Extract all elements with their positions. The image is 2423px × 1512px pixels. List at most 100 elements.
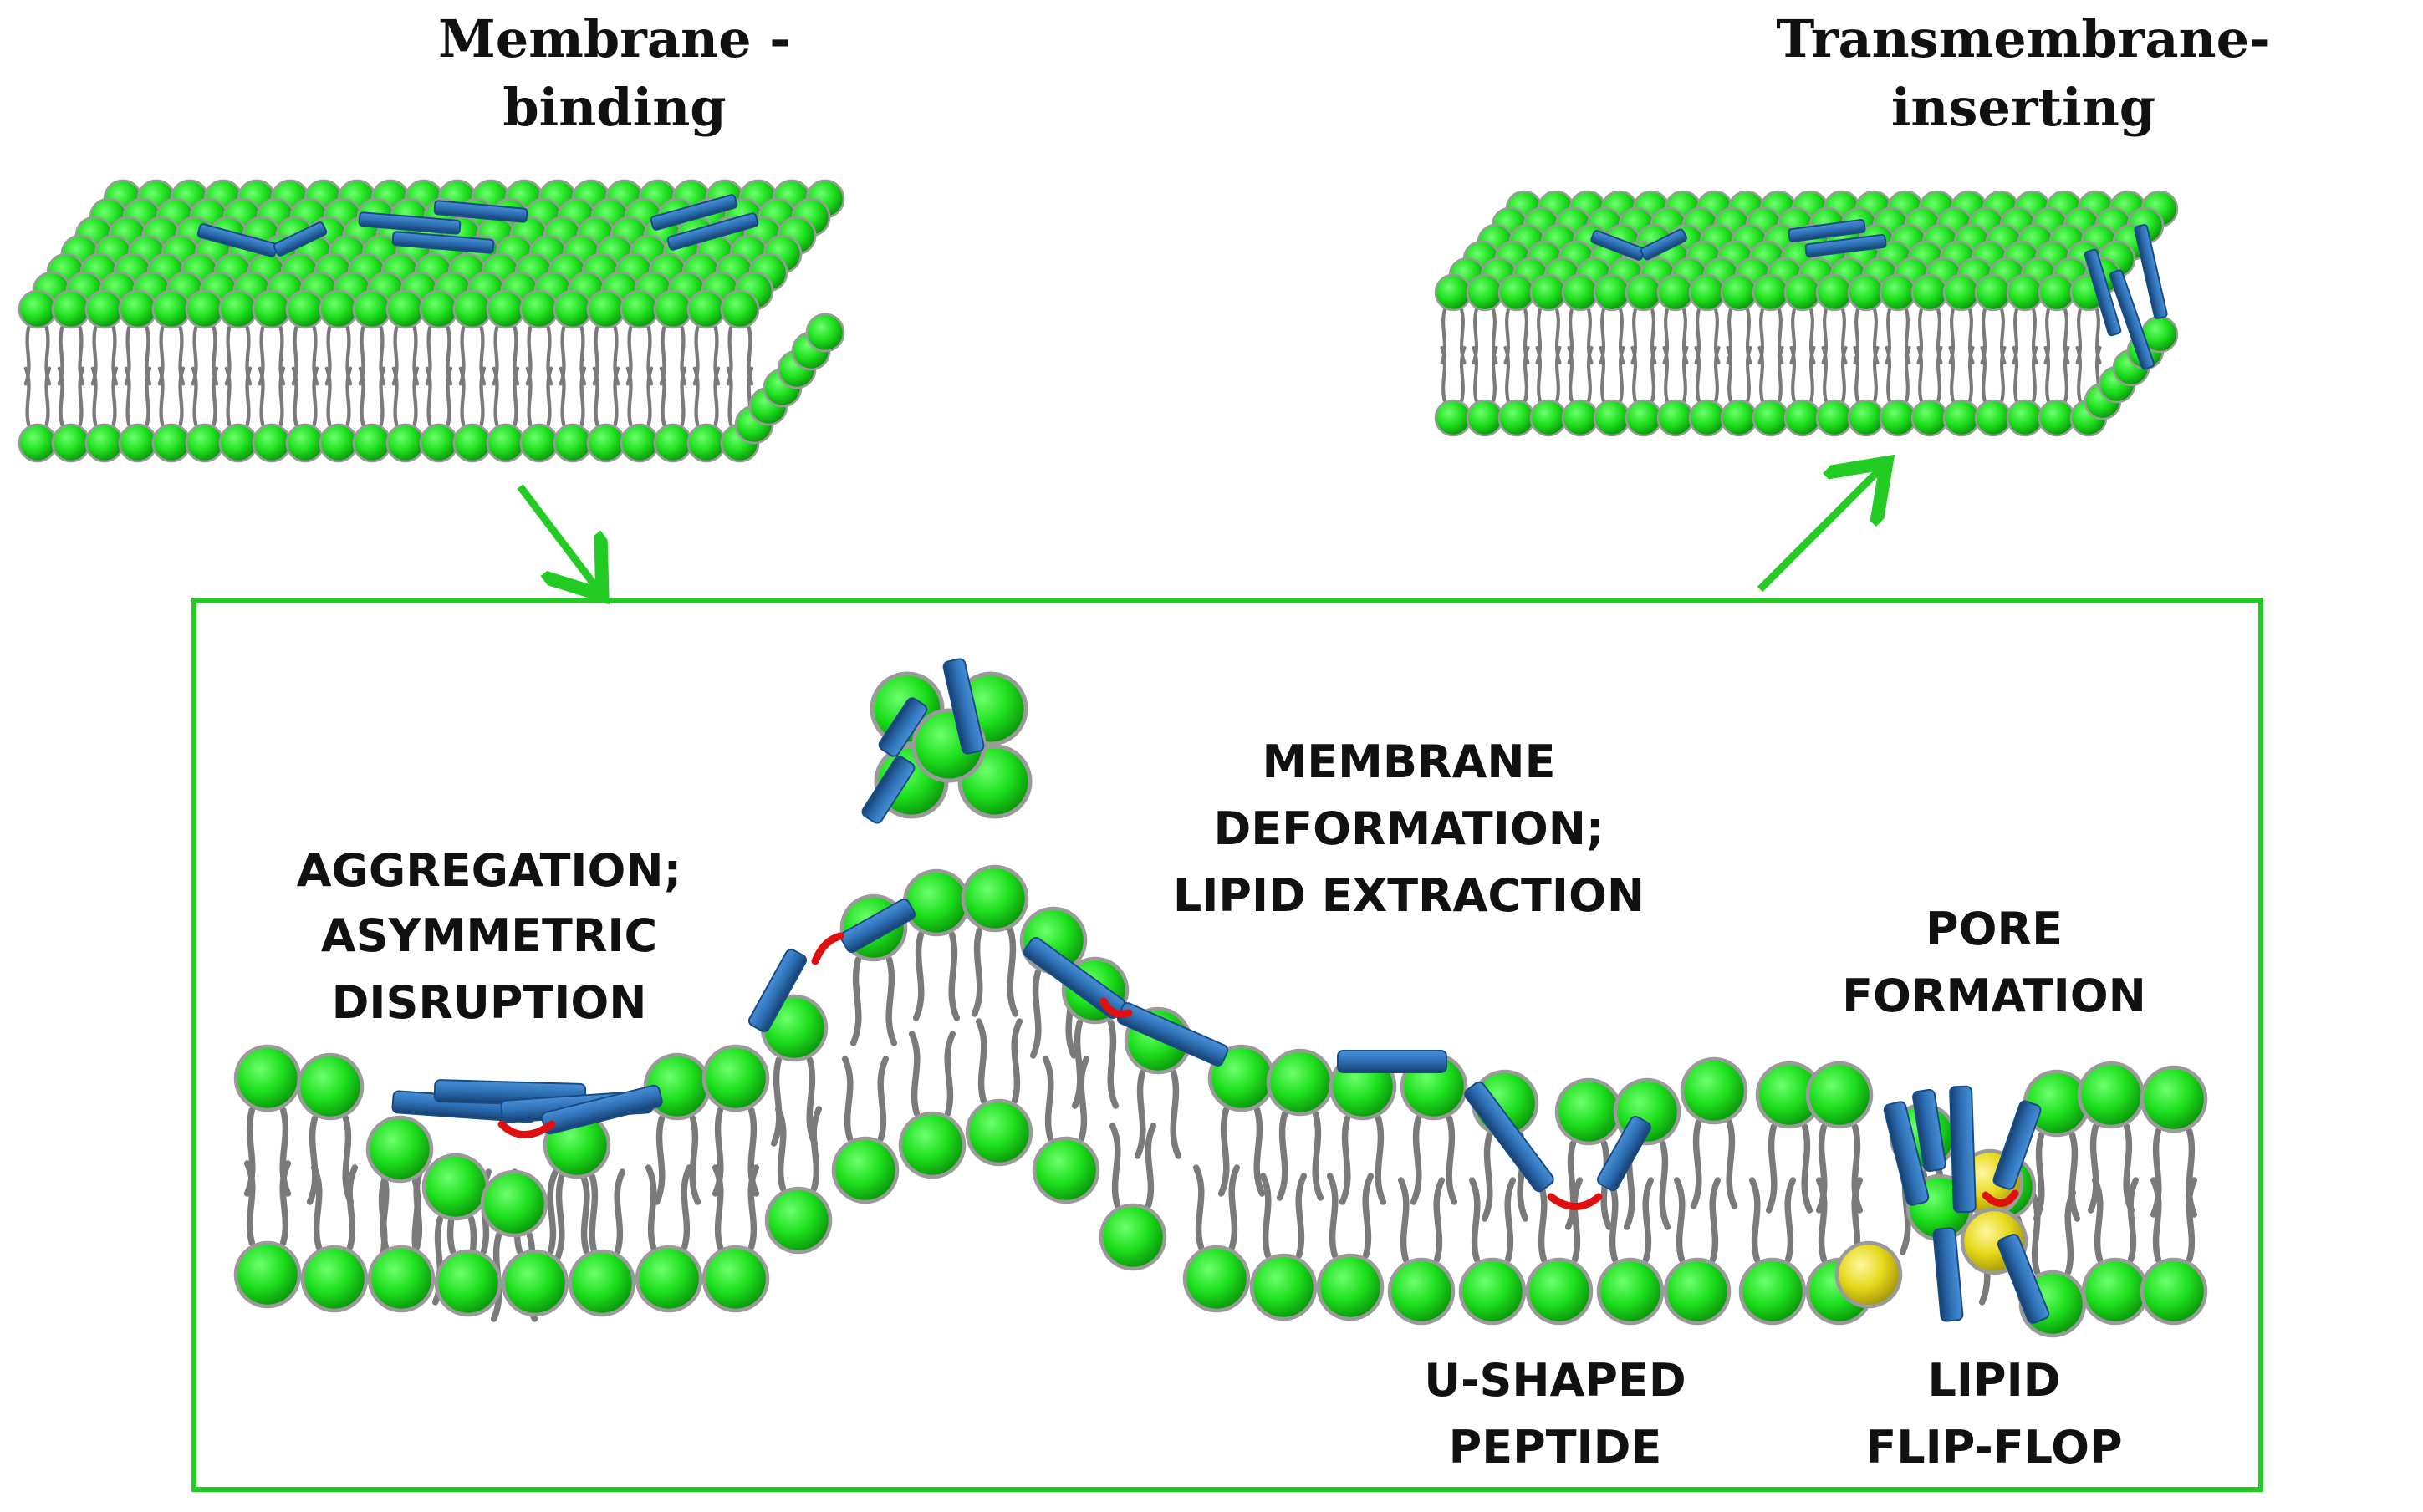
lipid-head (367, 1245, 436, 1313)
lipid-tail (324, 325, 332, 386)
transmembrane-inserting-bilayer-slab (1434, 190, 2179, 437)
lipid-head (233, 1240, 302, 1309)
lipid-head (2081, 1257, 2150, 1326)
peptide-helix (942, 658, 985, 755)
lipid-tail (589, 1173, 601, 1264)
lipid-tail (1109, 1123, 1121, 1209)
lipid-tail (1503, 308, 1511, 365)
lipid-tail (1840, 308, 1848, 365)
lipid-head (1266, 1048, 1334, 1117)
lipid-tail (312, 325, 319, 386)
lipid-tail (1618, 308, 1625, 365)
peptide-hinge (497, 1120, 556, 1138)
lipid-head (419, 289, 459, 329)
lipid-head (1466, 399, 1504, 437)
peptide-helix (2109, 269, 2155, 370)
lipid-tail (1567, 308, 1574, 365)
lipid-tail (1662, 308, 1670, 365)
lipid-head (1529, 273, 1568, 312)
peptide-hinge (1099, 997, 1133, 1018)
lipid-tail (1145, 1123, 1157, 1209)
lipid-head (452, 289, 492, 329)
peptide-helix (1804, 233, 1887, 258)
lipid-tail (1523, 308, 1530, 365)
peptide-helix (433, 200, 528, 223)
peptide-helix (861, 756, 916, 824)
lipid-tail (944, 1031, 956, 1117)
peptide-helix (2134, 224, 2168, 319)
lipid-tail (1029, 969, 1042, 1059)
lipid-tail (2043, 308, 2051, 365)
peptide-helix (1337, 1050, 1447, 1073)
lipid-head (653, 423, 693, 463)
peptide-helix (1883, 1101, 1930, 1206)
lipid-head (1783, 399, 1822, 437)
lipid-head (1434, 399, 1472, 437)
lipid-head (486, 423, 526, 463)
lipid-head (1752, 399, 1790, 437)
lipid-tail (1980, 308, 1987, 365)
lipid-head (1561, 273, 1599, 312)
lipid-head (1815, 399, 1854, 437)
lipid-tail (145, 325, 152, 386)
lipid-head (385, 423, 426, 463)
lipid-tail (345, 325, 353, 386)
panel-peptides (391, 658, 2050, 1324)
lipid-tail (2094, 308, 2102, 365)
lipid-head (285, 289, 325, 329)
lipid-tail (111, 325, 119, 386)
lipid-tail (1042, 1056, 1054, 1142)
peptide-hinge (1547, 1193, 1603, 1210)
lipid-tail (1253, 1107, 1266, 1197)
lipid-tail (243, 1160, 256, 1246)
lipid-head (1561, 399, 1599, 437)
lipid-head (1656, 273, 1695, 312)
lipid-head (805, 313, 845, 353)
mechanism-panel-frame (191, 598, 2263, 1492)
lipid-tail (191, 325, 198, 386)
peptide-helix (1597, 1115, 1651, 1192)
lipid-head (620, 423, 660, 463)
lipid-tail (692, 325, 700, 386)
lipid-head (1879, 399, 1917, 437)
lipid-head (2006, 273, 2044, 312)
lipid-head (252, 289, 292, 329)
lipid-tail (2075, 308, 2083, 365)
lipid-head (1593, 273, 1631, 312)
lipid-tail (1276, 1111, 1288, 1201)
lipid-tail (1673, 1177, 1686, 1263)
lipid-tail (1170, 1069, 1182, 1159)
lipid-tail (689, 1115, 701, 1205)
lipid-tail (1339, 1115, 1351, 1205)
lipid-tail (1904, 308, 1911, 365)
label-pore-line2: FORMATION (1842, 970, 2146, 1022)
lipid-tail (810, 1106, 823, 1192)
lipid-head (1182, 1245, 1251, 1313)
peptide-helix (1640, 228, 1688, 261)
lipid-tail (713, 325, 721, 386)
lipid-head (501, 1249, 569, 1317)
lipid-tail (1134, 1069, 1146, 1159)
lipid-tail (57, 325, 64, 386)
lipid-tail (592, 325, 599, 386)
peptide-helix (878, 697, 928, 757)
flip-lipid-head (1834, 1240, 1903, 1309)
lipid-tail (625, 325, 633, 386)
lipid-tail (1694, 308, 1701, 365)
peptide-helix (1464, 1081, 1554, 1193)
lipid-head (1974, 273, 2012, 312)
label-deformation: MEMBRANE DEFORMATION; LIPID EXTRACTION (1173, 736, 1645, 922)
lipid-head (365, 1115, 434, 1184)
label-flipflop-line2: FLIP-FLOP (1865, 1421, 2122, 1474)
peptide-helix (2084, 248, 2122, 337)
transmembrane-inserting-title-line1: Transmembrane- (1776, 8, 2271, 69)
lipid-tail (1885, 308, 1892, 365)
lipid-head (319, 423, 359, 463)
lipid-tail (1815, 1177, 1828, 1263)
label-flipflop-line1: LIPID (1928, 1354, 2061, 1407)
lipid-tail (1564, 1140, 1577, 1230)
lipid-tail (1259, 1173, 1272, 1259)
lipid-head (1593, 399, 1631, 437)
lipid-tail (1571, 1177, 1584, 1263)
